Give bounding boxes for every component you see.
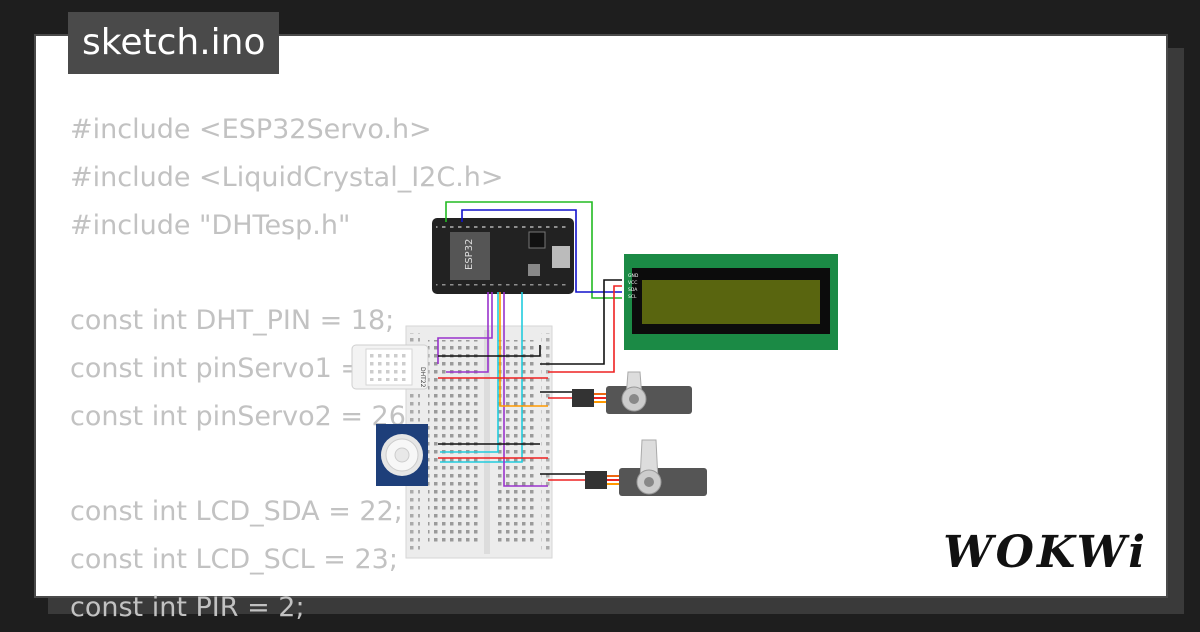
file-tab[interactable]: sketch.ino [68, 12, 280, 74]
servo-motor-2 [585, 439, 707, 496]
code-line-10: const int LCD_SCL = 23; [70, 544, 398, 576]
code-editor[interactable]: #include <ESP32Servo.h> #include <LiquidC… [70, 106, 504, 632]
lcd-pin-vcc: VCC [628, 280, 637, 286]
pir-sensor [376, 424, 428, 486]
code-line-5: const int DHT_PIN = 18; [70, 305, 395, 337]
code-line-9: const int LCD_SDA = 22; [70, 496, 403, 528]
dht22-sensor: DHT22 [351, 344, 429, 390]
esp32-board: ESP32 [432, 218, 574, 294]
dht22-label: DHT22 [419, 367, 426, 388]
code-line-1: #include <ESP32Servo.h> [70, 114, 432, 145]
code-line-3: #include "DHTesp.h" [70, 209, 351, 241]
wokwi-logo: WOKWi [943, 527, 1148, 578]
lcd-display: GND VCC SDA SCL [624, 254, 838, 350]
code-line-11: const int PIR = 2; [70, 591, 305, 623]
lcd-pin-sda: SDA [628, 287, 638, 293]
editor-card: #include <ESP32Servo.h> #include <LiquidC… [34, 34, 1168, 623]
esp32-label: ESP32 [464, 239, 475, 270]
lcd-pin-gnd: GND [628, 273, 639, 279]
wires [437, 201, 622, 487]
servo-motor-1 [572, 371, 692, 414]
lcd-pin-scl: SCL [628, 294, 637, 300]
code-line-2: #include <LiquidCrystal_I2C.h> [70, 161, 504, 193]
